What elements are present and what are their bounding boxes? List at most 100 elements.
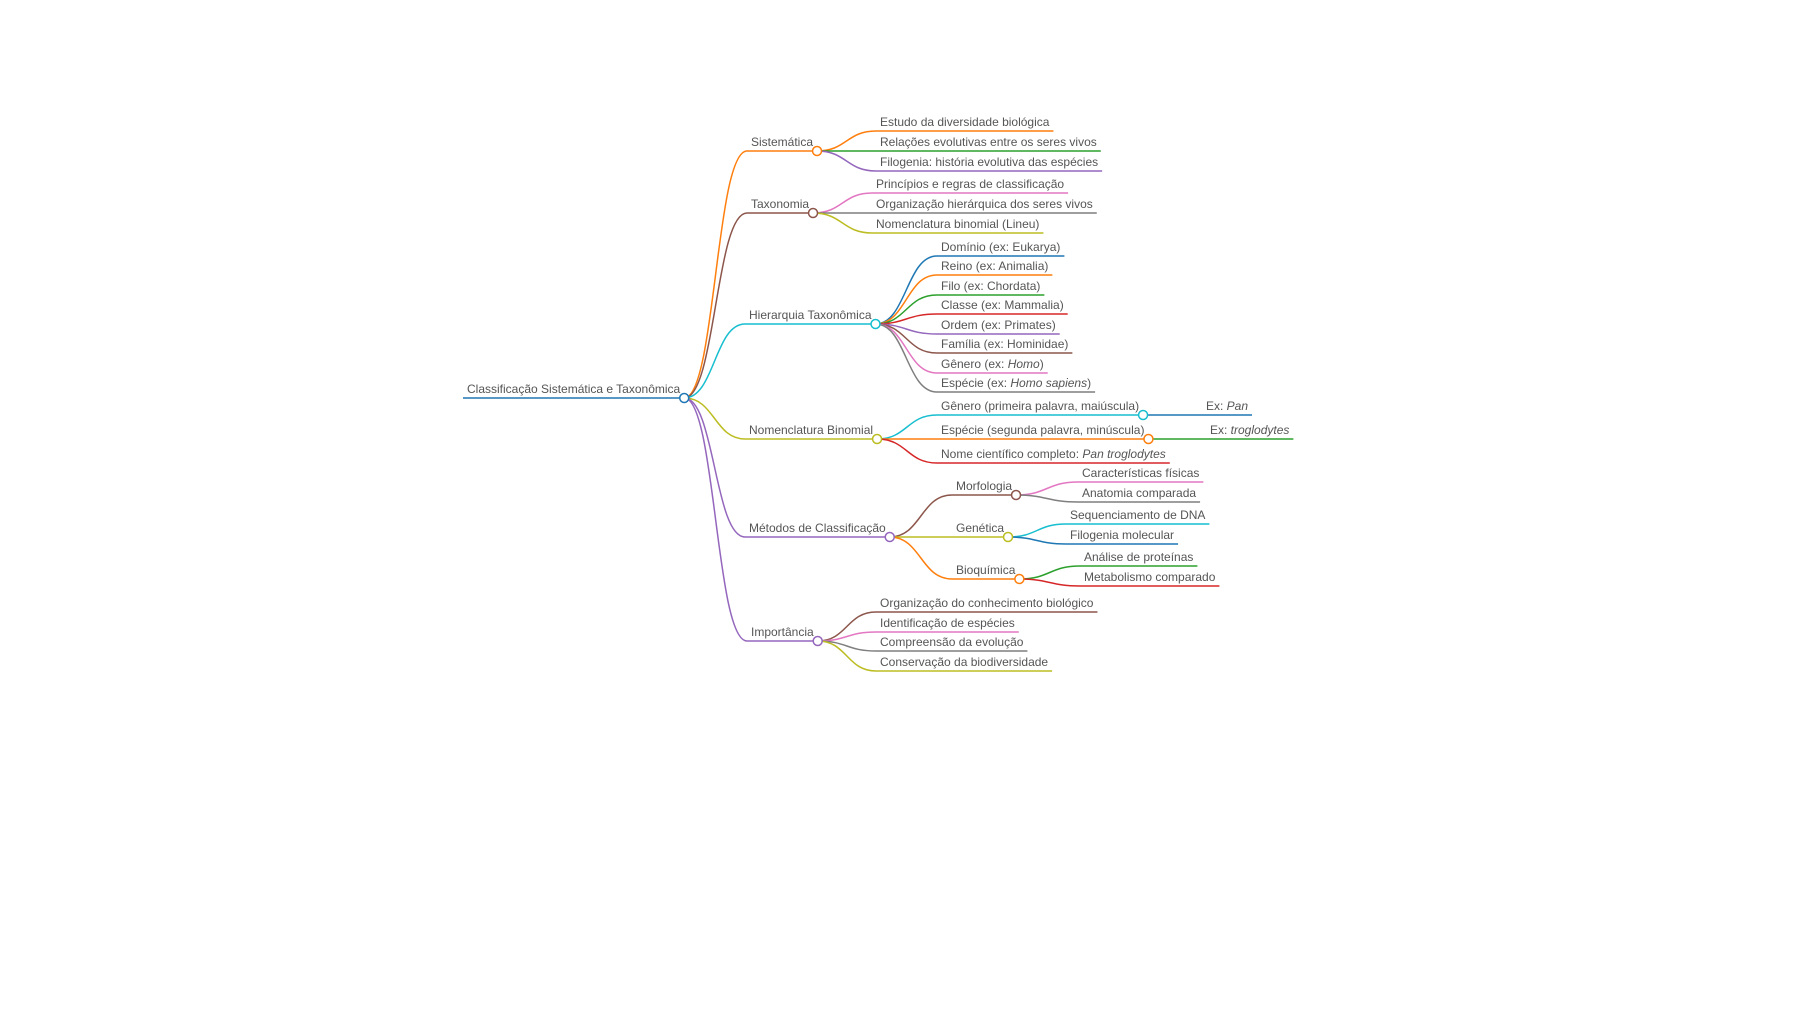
connector-tax-1 xyxy=(813,192,873,214)
node-metodos[interactable]: Métodos de Classificação xyxy=(745,521,895,543)
node-tax-2[interactable]: Organização hierárquica dos seres vivos xyxy=(872,197,1097,214)
node-label-met-2: Genética xyxy=(956,521,1004,535)
node-nom-3[interactable]: Nome científico completo: Pan troglodyte… xyxy=(937,447,1170,464)
connector-importancia xyxy=(684,397,748,642)
node-met-1-2[interactable]: Anatomia comparada xyxy=(1078,486,1201,503)
node-taxonomia[interactable]: Taxonomia xyxy=(747,197,819,219)
connector-met-2-2 xyxy=(1008,536,1067,545)
connector-hier-8 xyxy=(875,323,938,393)
connector-sistematica xyxy=(684,150,748,399)
node-label-nom-2: Espécie (segunda palavra, minúscula) xyxy=(941,423,1144,437)
node-label-root: Classificação Sistemática e Taxonômica xyxy=(467,382,681,396)
collapse-toggle-nomenclatura[interactable] xyxy=(871,433,883,445)
node-nom-2-1[interactable]: Ex: troglodytes xyxy=(1206,423,1294,440)
node-tax-1[interactable]: Princípios e regras de classificação xyxy=(872,177,1069,194)
node-hier-1[interactable]: Domínio (ex: Eukarya) xyxy=(937,240,1065,257)
node-importancia[interactable]: Importância xyxy=(747,625,823,647)
node-label-nomenclatura: Nomenclatura Binomial xyxy=(749,423,873,437)
node-label-hier-4: Classe (ex: Mammalia) xyxy=(941,298,1064,312)
node-hierarquia[interactable]: Hierarquia Taxonômica xyxy=(745,308,881,330)
node-label-hier-2: Reino (ex: Animalia) xyxy=(941,259,1048,273)
node-label-nom-3: Nome científico completo: Pan troglodyte… xyxy=(941,447,1166,461)
collapse-toggle-met-1[interactable] xyxy=(1010,489,1022,501)
node-label-tax-3: Nomenclatura binomial (Lineu) xyxy=(876,217,1039,231)
node-label-sistematica: Sistemática xyxy=(751,135,813,149)
node-met-2-2[interactable]: Filogenia molecular xyxy=(1066,528,1179,545)
node-label-imp-2: Identificação de espécies xyxy=(880,616,1015,630)
node-met-1[interactable]: Morfologia xyxy=(952,479,1022,501)
node-sist-1[interactable]: Estudo da diversidade biológica xyxy=(876,115,1054,132)
node-nomenclatura[interactable]: Nomenclatura Binomial xyxy=(745,423,883,445)
node-tax-3[interactable]: Nomenclatura binomial (Lineu) xyxy=(872,217,1044,234)
connector-hierarquia xyxy=(684,323,746,399)
connector-nom-1 xyxy=(877,414,938,440)
node-sist-2[interactable]: Relações evolutivas entre os seres vivos xyxy=(876,135,1101,152)
node-imp-1[interactable]: Organização do conhecimento biológico xyxy=(876,596,1098,613)
node-met-3-1[interactable]: Análise de proteínas xyxy=(1080,550,1198,567)
node-label-hier-6: Família (ex: Hominidae) xyxy=(941,337,1068,351)
node-nom-1-1[interactable]: Ex: Pan xyxy=(1202,399,1253,416)
node-label-hier-3: Filo (ex: Chordata) xyxy=(941,279,1040,293)
node-sistematica[interactable]: Sistemática xyxy=(747,135,823,157)
node-label-tax-1: Princípios e regras de classificação xyxy=(876,177,1064,191)
connector-met-2-1 xyxy=(1008,523,1067,538)
node-met-3-2[interactable]: Metabolismo comparado xyxy=(1080,570,1220,587)
node-label-hierarquia: Hierarquia Taxonômica xyxy=(749,308,872,322)
connector-tax-3 xyxy=(813,212,873,234)
node-met-1-1[interactable]: Características físicas xyxy=(1078,466,1204,483)
collapse-toggle-sistematica[interactable] xyxy=(811,145,823,157)
node-label-hier-8: Espécie (ex: Homo sapiens) xyxy=(941,376,1091,390)
collapse-toggle-hierarquia[interactable] xyxy=(870,318,881,330)
collapse-toggle-metodos[interactable] xyxy=(884,531,895,543)
node-hier-3[interactable]: Filo (ex: Chordata) xyxy=(937,279,1045,296)
node-label-met-3: Bioquímica xyxy=(956,563,1016,577)
node-sist-3[interactable]: Filogenia: história evolutiva das espéci… xyxy=(876,155,1103,172)
node-hier-8[interactable]: Espécie (ex: Homo sapiens) xyxy=(937,376,1096,393)
node-nom-1[interactable]: Gênero (primeira palavra, maiúscula) xyxy=(937,399,1149,421)
node-hier-6[interactable]: Família (ex: Hominidae) xyxy=(937,337,1073,354)
collapse-toggle-importancia[interactable] xyxy=(812,635,823,647)
node-label-sist-1: Estudo da diversidade biológica xyxy=(880,115,1050,129)
collapse-toggle-met-2[interactable] xyxy=(1002,531,1014,543)
node-hier-7[interactable]: Gênero (ex: Homo) xyxy=(937,357,1048,374)
connector-met-1-2 xyxy=(1016,494,1079,503)
node-met-2-1[interactable]: Sequenciamento de DNA xyxy=(1066,508,1210,525)
node-imp-2[interactable]: Identificação de espécies xyxy=(876,616,1019,633)
collapse-toggle-taxonomia[interactable] xyxy=(807,207,819,219)
node-label-met-3-1: Análise de proteínas xyxy=(1084,550,1193,564)
node-root[interactable]: Classificação Sistemática e Taxonômica xyxy=(463,382,690,404)
node-label-sist-2: Relações evolutivas entre os seres vivos xyxy=(880,135,1097,149)
connector-met-3-1 xyxy=(1019,565,1081,580)
node-imp-4[interactable]: Conservação da biodiversidade xyxy=(876,655,1053,672)
connector-met-3 xyxy=(889,536,953,580)
node-label-importancia: Importância xyxy=(751,625,814,639)
node-label-hier-5: Ordem (ex: Primates) xyxy=(941,318,1056,332)
connector-layer xyxy=(684,130,1206,672)
collapse-toggle-nom-2[interactable] xyxy=(1143,433,1154,445)
node-label-imp-3: Compreensão da evolução xyxy=(880,635,1024,649)
node-nom-2[interactable]: Espécie (segunda palavra, minúscula) xyxy=(937,423,1154,445)
node-label-met-1-2: Anatomia comparada xyxy=(1082,486,1196,500)
node-label-hier-7: Gênero (ex: Homo) xyxy=(941,357,1044,371)
node-label-nom-2-1: Ex: troglodytes xyxy=(1210,423,1289,437)
node-hier-5[interactable]: Ordem (ex: Primates) xyxy=(937,318,1060,335)
node-hier-2[interactable]: Reino (ex: Animalia) xyxy=(937,259,1053,276)
node-label-met-2-2: Filogenia molecular xyxy=(1070,528,1174,542)
node-met-2[interactable]: Genética xyxy=(952,521,1014,543)
connector-hier-7 xyxy=(875,323,938,374)
node-label-tax-2: Organização hierárquica dos seres vivos xyxy=(876,197,1093,211)
connector-met-1 xyxy=(889,494,953,538)
collapse-toggle-met-3[interactable] xyxy=(1014,573,1025,585)
connector-hier-1 xyxy=(875,255,938,325)
connector-imp-4 xyxy=(817,640,877,672)
node-label-imp-1: Organização do conhecimento biológico xyxy=(880,596,1094,610)
node-layer: Classificação Sistemática e Taxonômica Si… xyxy=(463,115,1294,672)
node-label-taxonomia: Taxonomia xyxy=(751,197,809,211)
node-met-3[interactable]: Bioquímica xyxy=(952,563,1025,585)
collapse-toggle-nom-1[interactable] xyxy=(1137,409,1149,421)
connector-met-1-1 xyxy=(1016,481,1079,496)
connector-sist-1 xyxy=(817,130,877,152)
collapse-toggle-root[interactable] xyxy=(678,392,690,404)
node-hier-4[interactable]: Classe (ex: Mammalia) xyxy=(937,298,1068,315)
node-imp-3[interactable]: Compreensão da evolução xyxy=(876,635,1028,652)
